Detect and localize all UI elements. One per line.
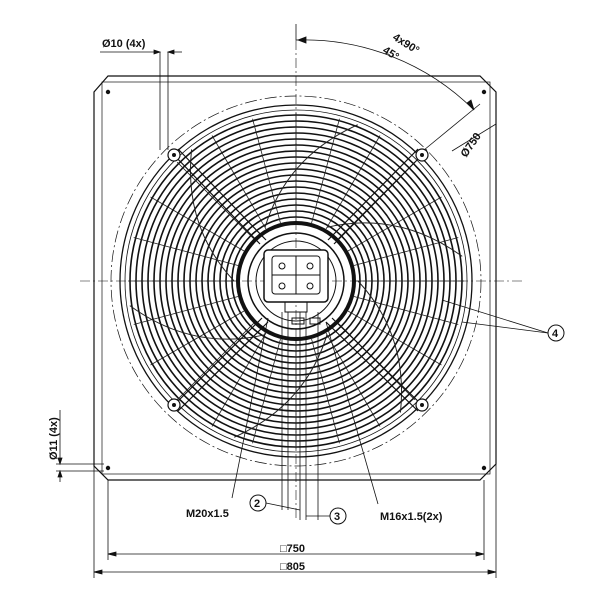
dim-inner-label: □750 (280, 543, 305, 555)
callout-2-label: 2 (254, 498, 260, 510)
callout-3-circle (329, 507, 347, 525)
guard-spoke (150, 196, 245, 252)
hole-dia-label: Ø10 (4x) (102, 38, 146, 50)
mount-hole-label: Ø11 (4x) (48, 417, 60, 460)
callout-4-label: 4 (552, 328, 559, 340)
guard-spoke (347, 196, 442, 252)
guard-spoke (133, 237, 239, 266)
callout-4-circle (547, 324, 565, 342)
callout-4-leaders (441, 299, 549, 334)
guard-spoke (150, 310, 245, 366)
thread-left-leader (231, 317, 269, 499)
guard-spoke (176, 161, 254, 239)
fan-blade (234, 334, 328, 438)
dim-outer-label: □805 (280, 561, 305, 573)
guard-spoke (211, 135, 267, 230)
fan-blade (264, 124, 358, 228)
thread-left-label: M20x1.5 (186, 508, 229, 520)
guard-spoke (311, 338, 340, 444)
angle-offset-label: 45° (380, 44, 400, 63)
callout-3-label: 3 (334, 511, 340, 523)
callout-2-circle (249, 494, 267, 512)
dim-mount-hole (56, 410, 104, 482)
thread-right-label: M16x1.5(2x) (380, 511, 443, 523)
plate-mount-holes (105, 89, 487, 471)
fan-blade (129, 305, 266, 340)
guard-spoke (252, 118, 281, 224)
guard-spoke (311, 118, 340, 224)
support-struts (171, 148, 425, 412)
guard-spoke (133, 296, 239, 325)
guard-spoke (325, 135, 381, 230)
guard-spoke (211, 332, 267, 427)
motor-hub (236, 221, 356, 341)
thread-right-leader (325, 321, 379, 505)
bolt-circle (110, 95, 482, 467)
guard-spoke (353, 237, 459, 266)
dim-angle (295, 24, 481, 151)
dim-bottom (93, 464, 497, 578)
guard-spoke (347, 310, 442, 366)
guard-spokes (128, 113, 464, 449)
guard-spoke (325, 332, 381, 427)
fan-blade (189, 149, 235, 282)
guard-spoke (252, 338, 281, 444)
fan-ring (119, 104, 473, 458)
dim-hole-dia (100, 49, 182, 150)
cable-glands (281, 312, 319, 520)
guard-spoke (176, 323, 254, 401)
fan-blades (129, 124, 463, 438)
guard-spoke (353, 296, 459, 325)
callout-2-leader (265, 502, 301, 511)
circle-dia-label: Ø750 (459, 131, 484, 160)
dim-circle-dia (451, 123, 497, 152)
